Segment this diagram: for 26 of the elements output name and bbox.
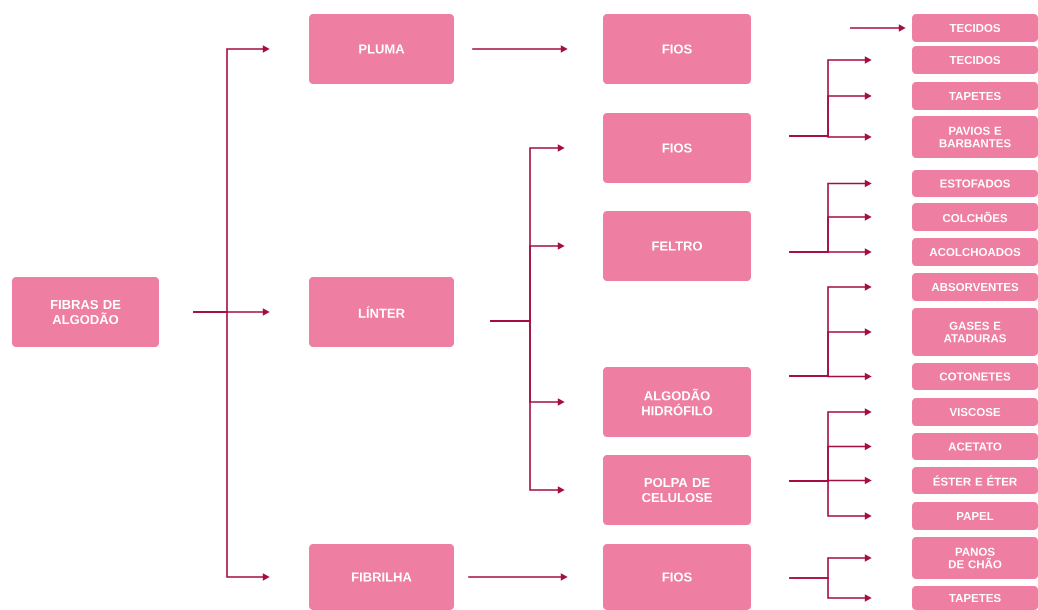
process-box: FIBRILHA	[309, 544, 454, 610]
process-box: TAPETES	[912, 586, 1038, 610]
process-box: COLCHÕES	[912, 203, 1038, 231]
process-box: PAVIOS E BARBANTES	[912, 116, 1038, 158]
process-box: ALGODÃO HIDRÓFILO	[603, 367, 751, 437]
process-box: FELTRO	[603, 211, 751, 281]
process-box: FIOS	[603, 544, 751, 610]
process-box: VISCOSE	[912, 398, 1038, 426]
process-box: PLUMA	[309, 14, 454, 84]
process-box: TECIDOS	[912, 14, 1038, 42]
process-box: FIOS	[603, 113, 751, 183]
process-box: ACOLCHOADOS	[912, 238, 1038, 266]
process-box: COTONETES	[912, 363, 1038, 390]
process-box: TECIDOS	[912, 46, 1038, 74]
process-box: LÍNTER	[309, 277, 454, 347]
process-box: ACETATO	[912, 433, 1038, 460]
process-box: FIOS	[603, 14, 751, 84]
process-box: ÉSTER E ÉTER	[912, 467, 1038, 494]
process-box: GASES E ATADURAS	[912, 308, 1038, 356]
process-box: ESTOFADOS	[912, 170, 1038, 197]
process-box: PAPEL	[912, 502, 1038, 530]
process-box: POLPA DE CELULOSE	[603, 455, 751, 525]
process-box: PANOS DE CHÃO	[912, 537, 1038, 579]
process-box: FIBRAS DE ALGODÃO	[12, 277, 159, 347]
process-box: TAPETES	[912, 82, 1038, 110]
process-box: ABSORVENTES	[912, 273, 1038, 301]
